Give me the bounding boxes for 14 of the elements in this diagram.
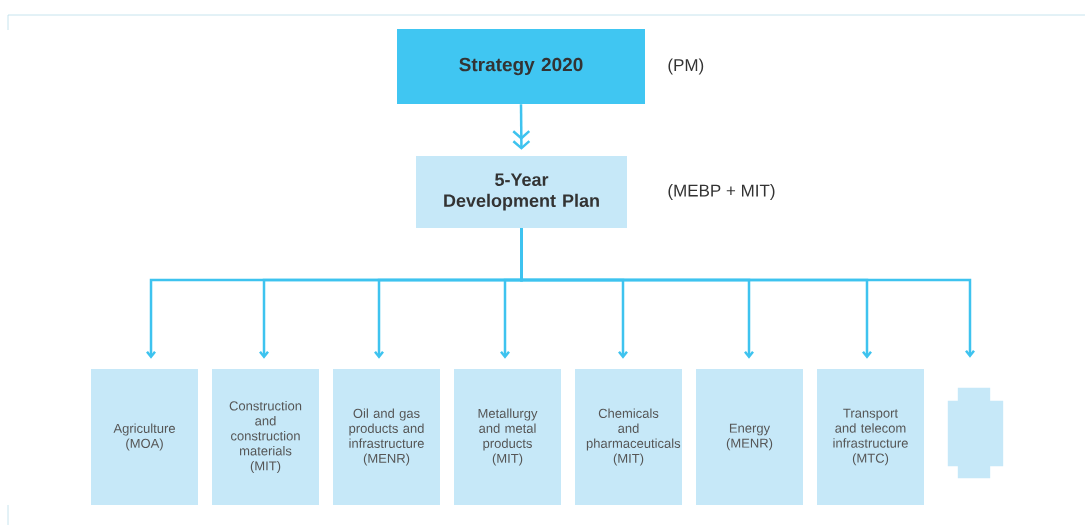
plan-box: 5-Year Development Plan <box>416 156 627 228</box>
sector-box: Construction and construction materials (MIT) <box>212 369 319 505</box>
role-label: (MEBP + MIT) <box>668 184 775 200</box>
sector-box: Energy (MENR) <box>696 369 803 505</box>
sector-box: Transport and telecom infrastructure (MTC) <box>817 369 924 505</box>
sector-box: Metallurgy and metal products (MIT) <box>454 369 561 505</box>
cross-shape <box>947 387 1004 479</box>
arrow <box>520 228 975 358</box>
sector-box: Oil and gas products and infrastructure (MENR) <box>333 369 440 505</box>
strategy-box: Strategy 2020 <box>397 29 645 104</box>
double-arrow <box>512 104 531 150</box>
sector-box: Chemicals and pharmaceuticals (MIT) <box>575 369 682 505</box>
role-label: (PM) <box>668 58 704 75</box>
sector-box: Agriculture (MOA) <box>91 369 198 505</box>
